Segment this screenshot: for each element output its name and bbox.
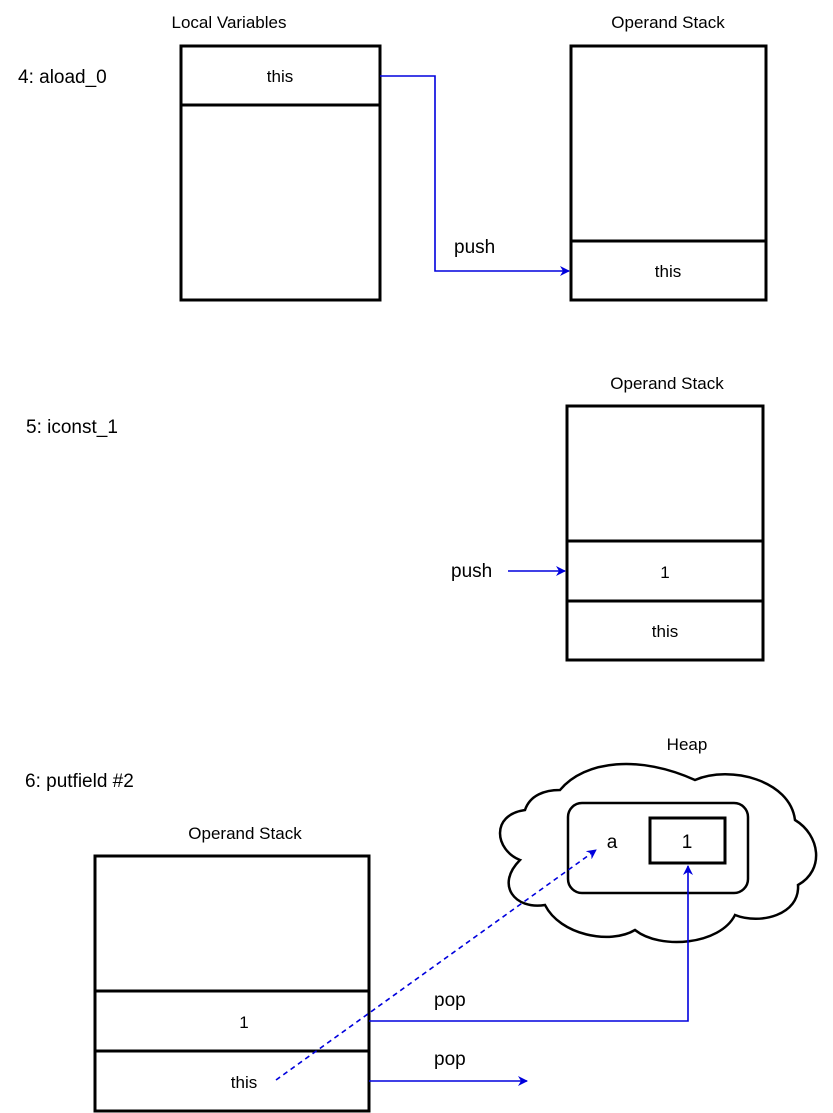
step-aload-0: 4: aload_0 Local Variables this Operand … [18,13,768,302]
heap-object: a 1 [566,801,750,895]
operand-stack-table: 1 this [93,854,371,1113]
operand-stack-cell: this [652,622,678,641]
operand-stack-title: Operand Stack [610,374,724,393]
pop-arrow-to-field [369,865,693,1022]
operand-stack-title: Operand Stack [188,824,302,843]
push-arrow [380,75,570,276]
reference-dashed-arrow [275,849,597,1081]
push-label: push [454,237,495,258]
local-variables-table: this [179,44,382,302]
step-iconst-1: 5: iconst_1 Operand Stack 1 this push [26,374,765,662]
operand-stack-cell: this [231,1073,257,1092]
local-variables-title: Local Variables [172,13,287,32]
field-name: a [607,832,618,853]
instruction-label: 4: aload_0 [18,67,107,88]
operand-stack-table: this [569,44,768,302]
step-putfield-2: 6: putfield #2 Operand Stack 1 this Heap… [25,735,818,1113]
instruction-label: 6: putfield #2 [25,771,134,792]
operand-stack-title: Operand Stack [611,13,725,32]
instruction-label: 5: iconst_1 [26,417,118,438]
pop-label: pop [434,1049,466,1070]
pop-label: pop [434,990,466,1011]
operand-stack-cell: this [655,262,681,281]
push-label: push [451,561,492,582]
operand-stack-table: 1 this [565,404,765,662]
operand-stack-cell: 1 [239,1013,248,1032]
operand-stack-cell: 1 [660,563,669,582]
field-value: 1 [682,832,693,853]
heap-title: Heap [667,735,708,754]
local-variable-cell: this [267,67,293,86]
